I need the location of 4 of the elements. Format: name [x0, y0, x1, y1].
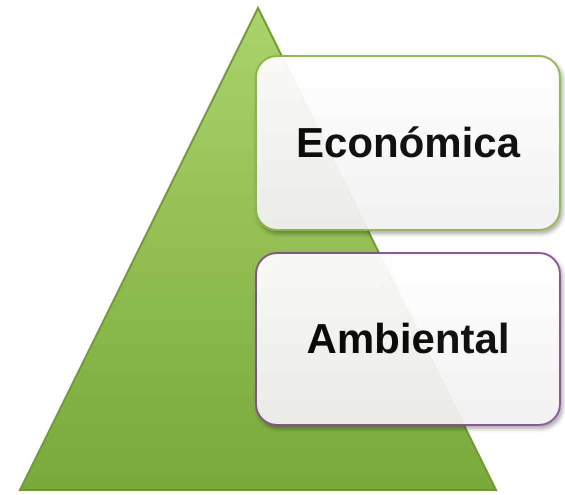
box-label: Ambiental [306, 315, 510, 363]
text-box [255, 252, 561, 426]
box-label: Económica [296, 119, 520, 167]
text-box [255, 55, 561, 231]
